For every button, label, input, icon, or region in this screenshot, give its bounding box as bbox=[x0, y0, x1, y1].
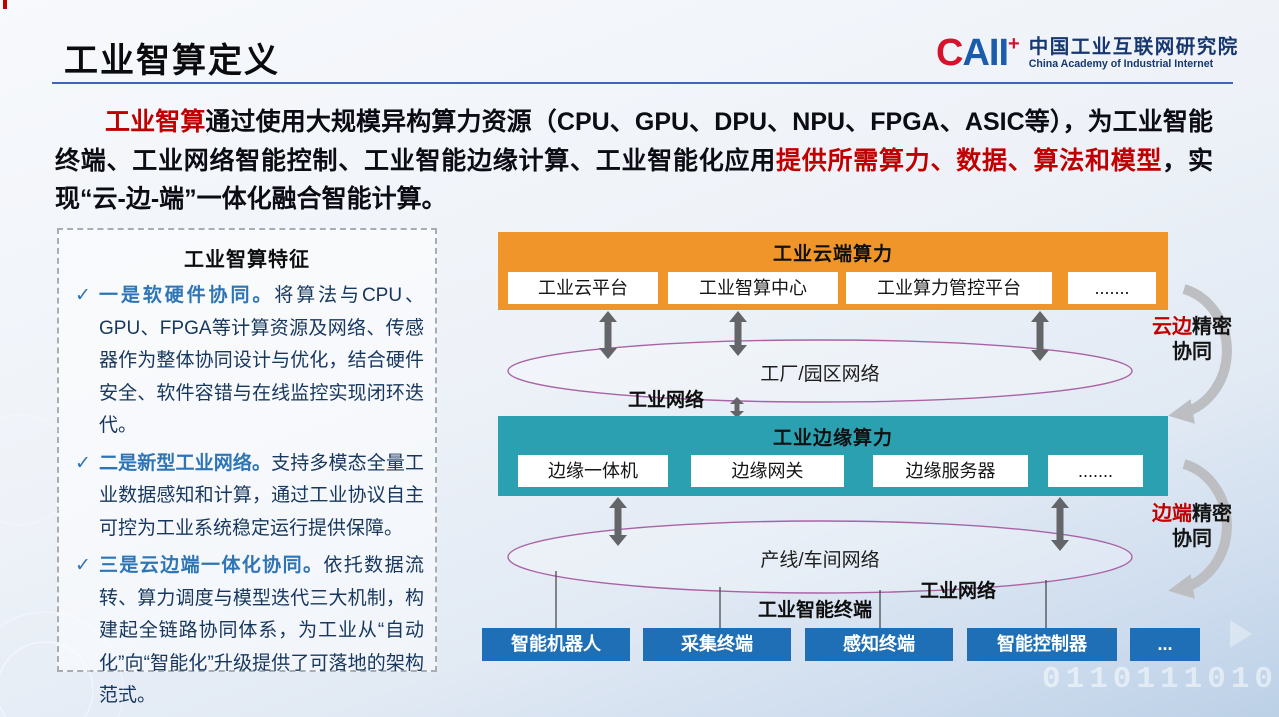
synergy-line2: 协同 bbox=[1172, 341, 1212, 363]
caii-logo-text: 中国工业互联网研究院 China Academy of Industrial I… bbox=[1029, 35, 1239, 71]
list-item: ✓ 一是软硬件协同。将算法与CPU、GPU、FPGA等计算资源及网络、传感器作为整… bbox=[72, 280, 424, 443]
feature-body: 依托数据流转、算力调度与模型迭代三大机制，构建起全链路协同体系，为工业从“自动化… bbox=[99, 555, 424, 706]
page-title: 工业智算定义 bbox=[64, 42, 280, 80]
terminal-collector: 采集终端 bbox=[643, 628, 791, 661]
industrial-network-label-top: 工业网络 bbox=[628, 390, 705, 411]
line-network-label: 产线/车间网络 bbox=[760, 550, 880, 571]
terminal-section-label: 工业智能终端 bbox=[758, 600, 873, 621]
cloud-box-more: ....... bbox=[1068, 272, 1156, 304]
intro-body-1: 通过使用大规模异构算力资源（CPU、GPU、DPU、NPU、FPGA、ASIC等… bbox=[55, 108, 1213, 175]
feature-body: 支持多模态全量工业数据感知和计算，通过工业协议自主可控为工业系统稳定运行提供保障… bbox=[99, 452, 424, 539]
logo-plus: + bbox=[1008, 33, 1020, 55]
edge-device-synergy-label: 边端精密 协同 bbox=[1144, 502, 1240, 552]
caii-logo-mark: CAII+ bbox=[936, 32, 1020, 74]
features-panel: 工业智算特征 ✓ 一是软硬件协同。将算法与CPU、GPU、FPGA等计算资源及网络… bbox=[57, 228, 437, 706]
synergy-red-text: 边端 bbox=[1152, 503, 1192, 525]
caii-logo: CAII+ 中国工业互联网研究院 China Academy of Indust… bbox=[936, 32, 1239, 74]
double-arrow-icon bbox=[609, 497, 1069, 551]
terminal-controller: 智能控制器 bbox=[967, 628, 1117, 661]
check-icon: ✓ bbox=[75, 285, 91, 306]
intro-highlight: 提供所需算力、数据、算法和模型 bbox=[775, 146, 1163, 175]
check-icon: ✓ bbox=[75, 452, 91, 474]
intro-body-2: ，实现“云-边-端”一体化融合智能计算。 bbox=[55, 146, 1213, 214]
edge-box-server: 边缘服务器 bbox=[873, 455, 1028, 487]
cloud-box-control: 工业算力管控平台 bbox=[846, 272, 1052, 304]
edge-box-more: ....... bbox=[1048, 455, 1143, 487]
double-arrow-icon bbox=[730, 397, 744, 418]
double-arrow-icon bbox=[599, 311, 1049, 361]
factory-network-label: 工厂/园区网络 bbox=[760, 364, 880, 385]
header-divider bbox=[52, 82, 1233, 84]
cloud-box-center: 工业智算中心 bbox=[668, 272, 838, 304]
synergy-line2: 协同 bbox=[1172, 528, 1212, 550]
feature-lead: 二是新型工业网络。 bbox=[99, 452, 272, 474]
logo-letters-aii: AII bbox=[962, 32, 1009, 74]
feature-lead: 一是软硬件协同。 bbox=[99, 285, 275, 306]
logo-name-en: China Academy of Industrial Internet bbox=[1028, 58, 1214, 70]
terminal-more: ... bbox=[1130, 628, 1200, 661]
feature-lead: 三是云边端一体化协同。 bbox=[99, 555, 324, 576]
synergy-black-text: 精密 bbox=[1192, 503, 1232, 525]
corner-accent bbox=[3, 0, 7, 9]
check-icon: ✓ bbox=[75, 555, 91, 576]
cloud-edge-synergy-label: 云边精密 协同 bbox=[1144, 315, 1240, 365]
feature-body: 将算法与CPU、GPU、FPGA等计算资源及网络、传感器作为整体协同设计与优化，… bbox=[99, 285, 424, 436]
features-title: 工业智算特征 bbox=[184, 249, 310, 271]
list-item: ✓ 三是云边端一体化协同。依托数据流转、算力调度与模型迭代三大机制，构建起全链路协… bbox=[72, 550, 424, 713]
terminal-robot: 智能机器人 bbox=[482, 628, 630, 661]
edge-box-allinone: 边缘一体机 bbox=[518, 455, 668, 487]
definition-paragraph: 工业智算通过使用大规模异构算力资源（CPU、GPU、DPU、NPU、FPGA、A… bbox=[55, 103, 1213, 219]
edge-layer-title: 工业边缘算力 bbox=[772, 428, 893, 449]
synergy-black-text: 精密 bbox=[1192, 316, 1232, 338]
logo-letter-c: C bbox=[936, 32, 963, 74]
cloud-box-platform: 工业云平台 bbox=[508, 272, 658, 304]
intro-term: 工业智算 bbox=[105, 108, 206, 136]
binary-decoration: 0110111010 bbox=[1042, 662, 1279, 697]
industrial-network-label-bottom: 工业网络 bbox=[920, 581, 997, 602]
features-list: ✓ 一是软硬件协同。将算法与CPU、GPU、FPGA等计算资源及网络、传感器作为整… bbox=[59, 280, 435, 713]
synergy-red-text: 云边 bbox=[1152, 316, 1192, 338]
cloud-layer-title: 工业云端算力 bbox=[772, 244, 893, 265]
logo-name-cn: 中国工业互联网研究院 bbox=[1028, 36, 1239, 58]
list-item: ✓ 二是新型工业网络。支持多模态全量工业数据感知和计算，通过工业协议自主可控为工业… bbox=[72, 448, 424, 546]
edge-box-gateway: 边缘网关 bbox=[691, 455, 844, 487]
terminal-sensor: 感知终端 bbox=[805, 628, 953, 661]
